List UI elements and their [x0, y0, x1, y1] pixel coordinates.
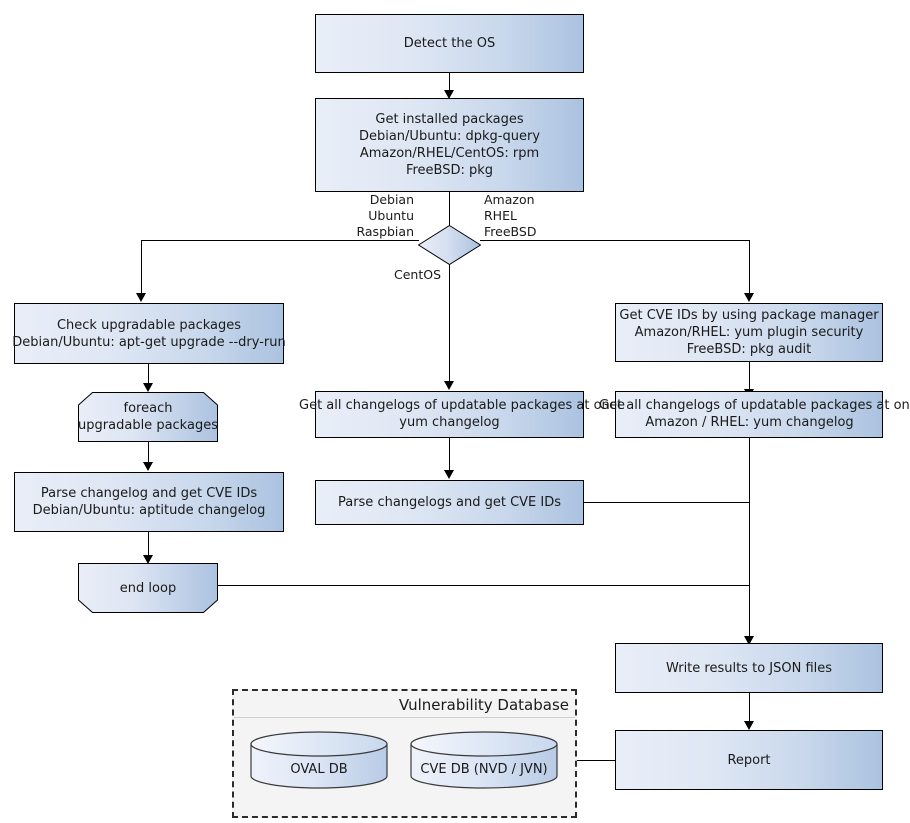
node-write-results[interactable]: Write results to JSON files: [615, 643, 883, 693]
edge-detect-to-getinstalled: [449, 73, 450, 92]
node-write-results-label: Write results to JSON files: [665, 660, 833, 676]
edge-label-right-2: RHEL: [484, 208, 517, 223]
group-vulnerability-database-title: Vulnerability Database: [398, 696, 569, 714]
node-report[interactable]: Report: [615, 730, 883, 790]
group-title-separator: [234, 717, 575, 718]
arrowhead-report: [744, 721, 754, 730]
node-get-cve-line-2: Amazon/RHEL: yum plugin security: [634, 325, 864, 340]
arrowhead-write-results: [744, 636, 754, 645]
node-changelogs-amazon-line-1: Get all changelogs of updatable packages…: [599, 398, 910, 413]
cylinder-oval-db[interactable]: OVAL DB: [250, 731, 388, 789]
cylinder-cve-db-label: CVE DB (NVD / JVN): [420, 762, 548, 777]
node-get-installed-line-2: Debian/Ubuntu: dpkg-query: [358, 129, 541, 144]
node-get-installed-line-1: Get installed packages: [375, 112, 524, 127]
cylinder-oval-db-label: OVAL DB: [290, 762, 348, 777]
node-changelogs-centos-line-1: Get all changelogs of updatable packages…: [299, 398, 625, 413]
node-parse-changelog-deb-line-1: Parse changelog and get CVE IDs: [40, 486, 258, 501]
edge-split-left: [141, 240, 419, 241]
node-parse-changelog-deb-line-2: Debian/Ubuntu: aptitude changelog: [32, 503, 266, 518]
edge-check-to-foreach: [148, 364, 149, 384]
edge-write-to-report: [749, 693, 750, 722]
arrowhead-parse-changelogs-centos: [444, 470, 454, 479]
edge-label-right-branch: Amazon RHEL FreeBSD: [484, 192, 580, 240]
edge-label-right-3: FreeBSD: [484, 224, 537, 239]
node-check-upgradable-packages[interactable]: Check upgradable packages Debian/Ubuntu:…: [12, 303, 286, 364]
edge-label-left-3: Raspbian: [356, 224, 414, 239]
node-get-installed-line-4: FreeBSD: pkg: [405, 163, 494, 178]
edge-changelogs-to-parse-centos: [449, 438, 450, 471]
node-os-decision[interactable]: [417, 224, 482, 266]
edge-left-branch: [141, 240, 142, 294]
arrowhead-endloop: [143, 555, 153, 564]
node-changelogs-centos[interactable]: [315, 391, 584, 438]
node-end-loop[interactable]: end loop: [78, 563, 218, 613]
node-get-installed-packages[interactable]: Get installed packages Debian/Ubuntu: dp…: [315, 98, 584, 192]
cylinder-cve-db[interactable]: CVE DB (NVD / JVN): [410, 731, 558, 789]
arrowhead-parse-changelog-deb: [143, 462, 153, 471]
node-detect-os[interactable]: Detect the OS: [315, 14, 584, 73]
edge-endloop-to-trunk: [218, 585, 750, 586]
edge-getinstalled-to-decision: [449, 192, 450, 226]
node-get-cve-line-3: FreeBSD: pkg audit: [686, 342, 812, 357]
edge-right-branch: [749, 240, 750, 294]
node-get-cve-package-manager[interactable]: Get CVE IDs by using package manager Ama…: [615, 303, 883, 362]
arrowhead-changelogs-centos: [444, 381, 454, 390]
edge-parse-to-endloop: [148, 532, 149, 556]
edge-trunk-to-write: [749, 438, 750, 638]
node-changelogs-amazon[interactable]: [615, 391, 883, 438]
node-parse-changelogs-centos-label: Parse changelogs and get CVE IDs: [337, 495, 562, 510]
edge-split-right: [480, 240, 750, 241]
edge-label-center-branch: CentOS: [393, 267, 441, 282]
node-changelogs-amazon-label: Get all changelogs of updatable packages…: [599, 397, 910, 431]
node-end-loop-label: end loop: [119, 580, 177, 596]
node-foreach-line-1: foreach: [123, 401, 173, 416]
edge-db-to-report: [577, 760, 615, 761]
arrowhead-foreach: [143, 383, 153, 392]
node-changelogs-amazon-line-2: Amazon / RHEL: yum changelog: [645, 415, 854, 430]
node-get-cve-line-1: Get CVE IDs by using package manager: [619, 308, 879, 323]
node-report-label: Report: [727, 752, 771, 768]
node-get-installed-line-3: Amazon/RHEL/CentOS: rpm: [359, 146, 540, 161]
edge-label-left-1: Debian: [369, 192, 414, 207]
arrowhead-getinstalled: [444, 90, 454, 99]
edge-label-right-1: Amazon: [484, 192, 535, 207]
node-parse-changelogs-centos[interactable]: Parse changelogs and get CVE IDs: [315, 480, 584, 525]
edge-foreach-to-parse: [148, 442, 149, 463]
node-changelogs-centos-label: Get all changelogs of updatable packages…: [299, 397, 625, 431]
node-parse-changelog-debian[interactable]: Parse changelog and get CVE IDs Debian/U…: [14, 472, 284, 532]
node-check-upgradable-line-2: Debian/Ubuntu: apt-get upgrade --dry-run: [12, 334, 286, 350]
edge-label-left-branch: Debian Ubuntu Raspbian: [318, 192, 414, 240]
edge-label-left-2: Ubuntu: [368, 208, 414, 223]
edge-parsecentos-to-trunk: [584, 502, 750, 503]
edge-center-branch: [449, 264, 450, 382]
node-foreach-loop-start[interactable]: foreach upgradable packages: [78, 392, 218, 442]
arrowhead-get-cve-pkgmgr: [744, 293, 754, 302]
node-foreach-line-2: upgradable packages: [78, 418, 218, 433]
arrowhead-check-upgradable: [136, 293, 146, 302]
edge-getcve-to-changelogs-amazon: [749, 362, 750, 390]
node-detect-os-label: Detect the OS: [403, 36, 496, 51]
node-changelogs-centos-line-2: yum changelog: [399, 415, 500, 430]
node-check-upgradable-line-1: Check upgradable packages: [56, 317, 242, 333]
